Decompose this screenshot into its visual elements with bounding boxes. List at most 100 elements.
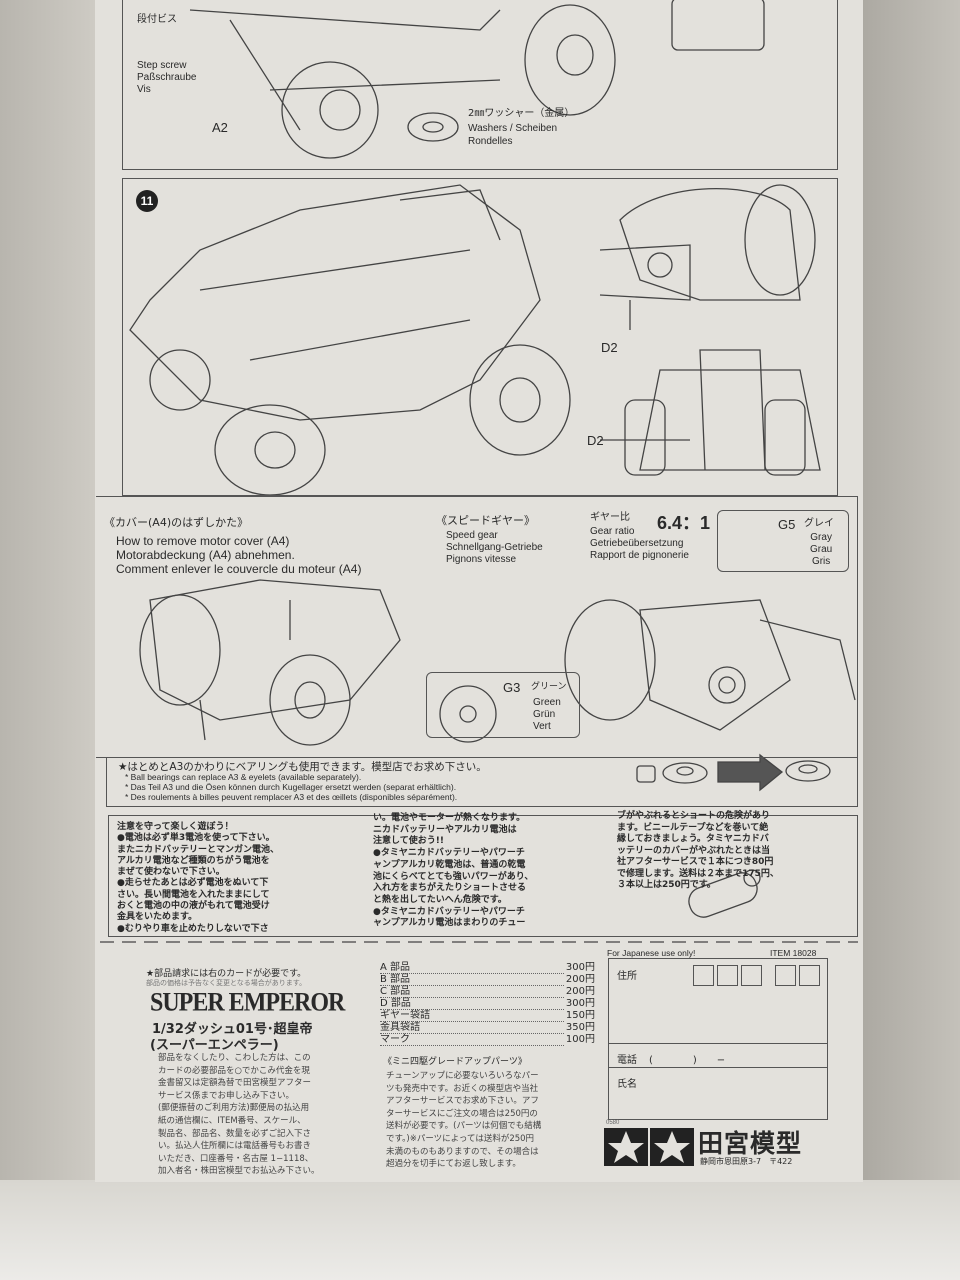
warning-line: で修理します。送料は２本まで175円、 (617, 868, 779, 879)
postal-code-box[interactable] (693, 965, 714, 986)
rondelles-label: Rondelles (468, 136, 513, 147)
phone-field[interactable]: ( ) − (649, 1055, 726, 1066)
step-screw-jp-label: 段付ビス (137, 14, 177, 25)
step-screw-label-fr: Vis (137, 84, 151, 95)
product-name-kana: (スーパーエンペラー) (150, 1038, 279, 1053)
gear-g5-jp: グレイ (804, 518, 834, 529)
warning-line: おくと電池の中の液がもれて電池受け (117, 901, 270, 912)
table-background-right (850, 0, 960, 1280)
parts-order-note: ★部品請求には右のカードが必要です。 (146, 969, 307, 979)
gear-g3-label: G3 (503, 680, 521, 695)
warning-line: ニカドバッテリーやアルカリ電池は (373, 824, 517, 835)
warning-line: ッテリーのカバーがやぶれたときは当 (617, 845, 771, 856)
warning-line: い。電池やモーターが熱くなります。 (373, 813, 526, 823)
cover-en: How to remove motor cover (A4) (116, 534, 290, 548)
speed-gear-labels: Speed gear Schnellgang-Getriebe Pignons … (446, 530, 543, 566)
order-instructions: 部品をなくしたり、こわした方は、このカードの必要部品を○でかこみ代金を現金書留又… (158, 1052, 320, 1178)
warning-line: ●タミヤニカドバッテリーやパワーチ (373, 848, 525, 859)
bearing-note-jp: ★はとめとA3のかわりにベアリングも使用できます。模型店でお求め下さい。 (118, 761, 487, 773)
warning-line: と熱を出してたいへん危険です。 (373, 894, 507, 905)
order-line: 部品をなくしたり、こわした方は、この (158, 1053, 311, 1063)
step-screw-label-de: Paßschraube (137, 72, 197, 83)
product-name-jp: 1/32ダッシュ01号･超皇帝 (152, 1022, 313, 1037)
step-number-badge: 11 (136, 190, 158, 212)
tamiya-brand-logo: 田宮模型 (698, 1129, 803, 1158)
warning-line: ャンプアルカリ電池はまわりのチュー (373, 918, 526, 929)
gear-g5-label: G5 (778, 517, 796, 532)
assembly-panel-step-11 (122, 178, 838, 496)
table-background-bottom (0, 1180, 960, 1280)
phone-label: 電話 (617, 1055, 637, 1066)
upgrade-line: 未満のものもありますので、その場合は (386, 1146, 539, 1157)
gear-ratio-en: Gear ratio (590, 526, 635, 537)
postal-code-box[interactable] (717, 965, 738, 986)
order-line: いただき、口座番号・名古屋 1−1118、 (158, 1153, 314, 1164)
tamiya-address: 静岡市恩田原3-7 〒422 (700, 1157, 793, 1166)
order-line: 金書留又は定額為替で田宮模型アフター (158, 1078, 312, 1089)
postal-code-box[interactable] (775, 965, 796, 986)
cover-fr: Comment enlever le couvercle du moteur (… (116, 562, 362, 576)
for-japanese-use-label: For Japanese use only! (607, 948, 696, 958)
bearing-note-translations: * Ball bearings can replace A3 & eyelets… (125, 772, 457, 802)
gear-g5-color-de: Grau (810, 544, 833, 555)
gear-g5-callout: G5 グレイ Gray Grau Gris (717, 510, 849, 572)
bearing-note-de: * Das Teil A3 und die Ösen können durch … (125, 782, 457, 792)
order-line: カードの必要部品を○でかこみ代金を現 (158, 1065, 310, 1076)
price-change-note: 部品の価格は予告なく変更となる場合があります。 (146, 979, 307, 987)
gear-ratio-value: 6.4：1 (657, 513, 711, 533)
product-name: SUPER EMPEROR (150, 988, 345, 1018)
warning-line: ャンプアルカリ乾電池は、普通の乾電 (373, 859, 526, 870)
postal-code-box[interactable] (741, 965, 762, 986)
warning-line: 注意して使おう!! (373, 836, 444, 847)
gear-ratio-de: Getriebeübersetzung (590, 538, 684, 549)
order-line: サービス係までお申し込み下さい。 (158, 1090, 295, 1101)
warning-line: ブがやぶれるとショートの危険があり (617, 811, 771, 821)
warning-line: ●タミヤニカドバッテリーやパワーチ (373, 906, 525, 917)
warning-line: 入れ方をまちがえたりショートさせる (373, 883, 527, 894)
upgrade-line: チューンアップに必要ないろいろなパー (386, 1071, 539, 1081)
order-line: 紙の通信欄に、ITEM番号、スケール、 (158, 1115, 306, 1126)
battery-warning-box (108, 815, 858, 937)
warning-line: 金具をいためます。 (117, 912, 198, 923)
gear-g5-color-en: Gray (810, 532, 832, 543)
address-form: 住所 電話 ( ) − 氏名 (608, 958, 828, 1120)
warning-line: ます。ビニールテープなどを巻いて絶 (617, 822, 769, 833)
tamiya-star-logo (604, 1128, 694, 1166)
warning-column-2: い。電池やモーターが熱くなります。ニカドバッテリーやアルカリ電池は注意して使おう… (373, 813, 533, 930)
assembly-panel-top (122, 0, 838, 170)
warning-column-3: ブがやぶれるとショートの危険があります。ビニールテープなどを巻いて絶縁しておきま… (617, 811, 779, 892)
code-label: 0580 (606, 1120, 620, 1126)
speed-gear-en: Speed gear (446, 530, 498, 541)
order-line: (郵便振替のご利用方法)郵便局の払込用 (158, 1103, 310, 1114)
order-line: い。払込人住所欄には電話番号もお書き (158, 1141, 312, 1152)
top-car-illustration (189, 0, 765, 159)
upgrade-parts-title: 《ミニ四駆グレードアップパーツ》 (383, 1057, 527, 1067)
upgrade-line: 送料が必要です。(パーツは何個でも結構 (386, 1121, 542, 1132)
warning-column-1: 注意を守って楽しく遊ぼう！●電池は必ず単3電池を使って下さい。またニカドバッテリ… (117, 822, 279, 935)
warning-line: さい。長い間電池を入れたままにして (117, 889, 270, 900)
warning-line: 池にくらべてとても強いパワーがあり、 (373, 871, 534, 882)
item-number: ITEM 18028 (770, 948, 817, 958)
gear-g3-color-de: Grün (533, 709, 556, 720)
warning-line: 注意を守って楽しく遊ぼう！ (117, 822, 234, 832)
upgrade-line: アフターサービスでお求め下さい。アフ (386, 1096, 539, 1107)
warning-line: アルカリ電池など種類のちがう電池を (117, 855, 270, 866)
warning-line: ●むりやり車を止めたりしないで下さ (117, 923, 269, 934)
washers-label: Washers / Scheiben (468, 123, 558, 134)
upgrade-line: ターサービスにご注文の場合は250円の (386, 1108, 538, 1119)
gear-g3-callout: G3 グリーン Green Grün Vert (426, 672, 580, 738)
postal-code-box[interactable] (799, 965, 820, 986)
warning-line: ●電池は必ず単3電池を使って下さい。 (117, 833, 275, 844)
upgrade-line: ツも発売中です。お近くの模型店や当社 (386, 1083, 539, 1094)
cover-de: Motorabdeckung (A4) abnehmen. (116, 548, 295, 562)
cover-removal-instructions: How to remove motor cover (A4) Motorabde… (116, 534, 361, 576)
speed-gear-de: Schnellgang-Getriebe (446, 542, 543, 553)
name-label: 氏名 (617, 1079, 637, 1090)
warning-line: ３本以上は250円です。 (617, 880, 716, 890)
